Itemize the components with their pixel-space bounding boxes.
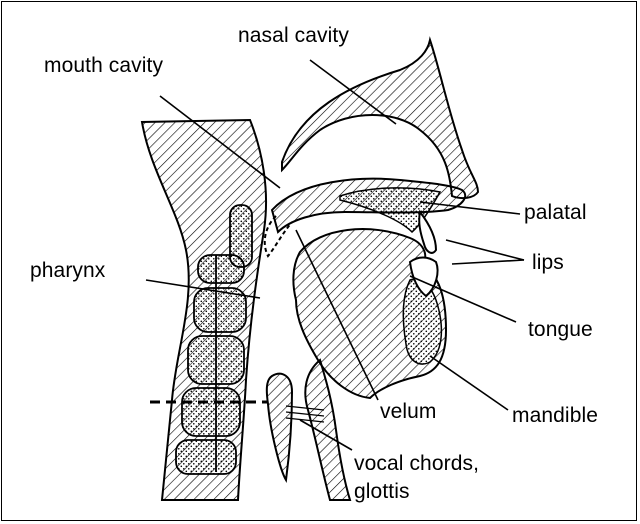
label-lips: lips <box>532 251 564 275</box>
label-tongue: tongue <box>528 318 593 342</box>
label-vocal-chords: vocal chords, glottis <box>354 450 479 506</box>
label-mouth-cavity: mouth cavity <box>44 54 163 78</box>
nose-face <box>282 40 478 198</box>
label-velum: velum <box>380 400 437 424</box>
label-palatal: palatal <box>524 201 587 225</box>
label-vocal-line1: vocal chords, <box>354 450 479 478</box>
label-nasal-cavity: nasal cavity <box>238 24 349 48</box>
larynx <box>267 374 292 480</box>
label-vocal-line2: glottis <box>354 478 479 506</box>
label-mandible: mandible <box>512 404 598 428</box>
label-pharynx: pharynx <box>30 259 105 283</box>
